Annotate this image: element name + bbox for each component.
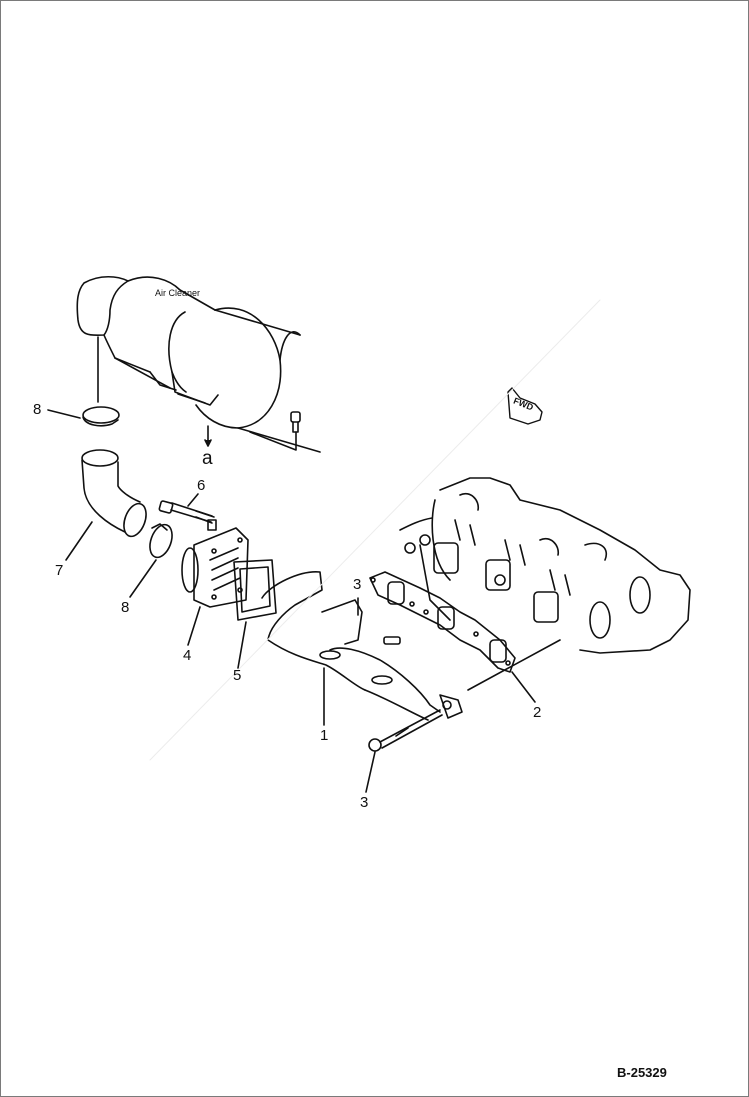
forward-direction-icon [507, 387, 543, 425]
callout-7: 7 [55, 562, 64, 579]
callout-4: 4 [183, 647, 192, 664]
callout-3-top: 3 [353, 576, 362, 593]
hose-clamp-lower-icon [149, 523, 173, 559]
air-cleaner-icon [76, 275, 321, 453]
watermark [149, 299, 601, 761]
callout-6: 6 [197, 477, 206, 494]
callout-1: 1 [320, 727, 329, 744]
intake-elbow-icon [181, 519, 249, 608]
exhaust-manifold-icon [261, 571, 463, 721]
manifold-gasket-icon [369, 571, 516, 673]
callout-8-upper: 8 [33, 401, 42, 418]
callout-3-bottom: 3 [360, 794, 369, 811]
view-ref-label: a [202, 448, 213, 469]
callout-2: 2 [533, 704, 542, 721]
elbow-bolt-icon [158, 500, 215, 524]
cylinder-head-icon [399, 477, 691, 654]
air-cleaner-label: Air Cleaner [155, 288, 201, 298]
manifold-bolt-icon [368, 709, 443, 752]
intake-hose-icon [81, 449, 147, 538]
hose-clamp-upper-icon [82, 406, 120, 427]
elbow-gasket-icon [233, 559, 277, 621]
callout-8-lower: 8 [121, 599, 130, 616]
callout-5: 5 [233, 667, 242, 684]
bolt-icon [249, 411, 301, 451]
figure-number: B-25329 [617, 1065, 667, 1080]
